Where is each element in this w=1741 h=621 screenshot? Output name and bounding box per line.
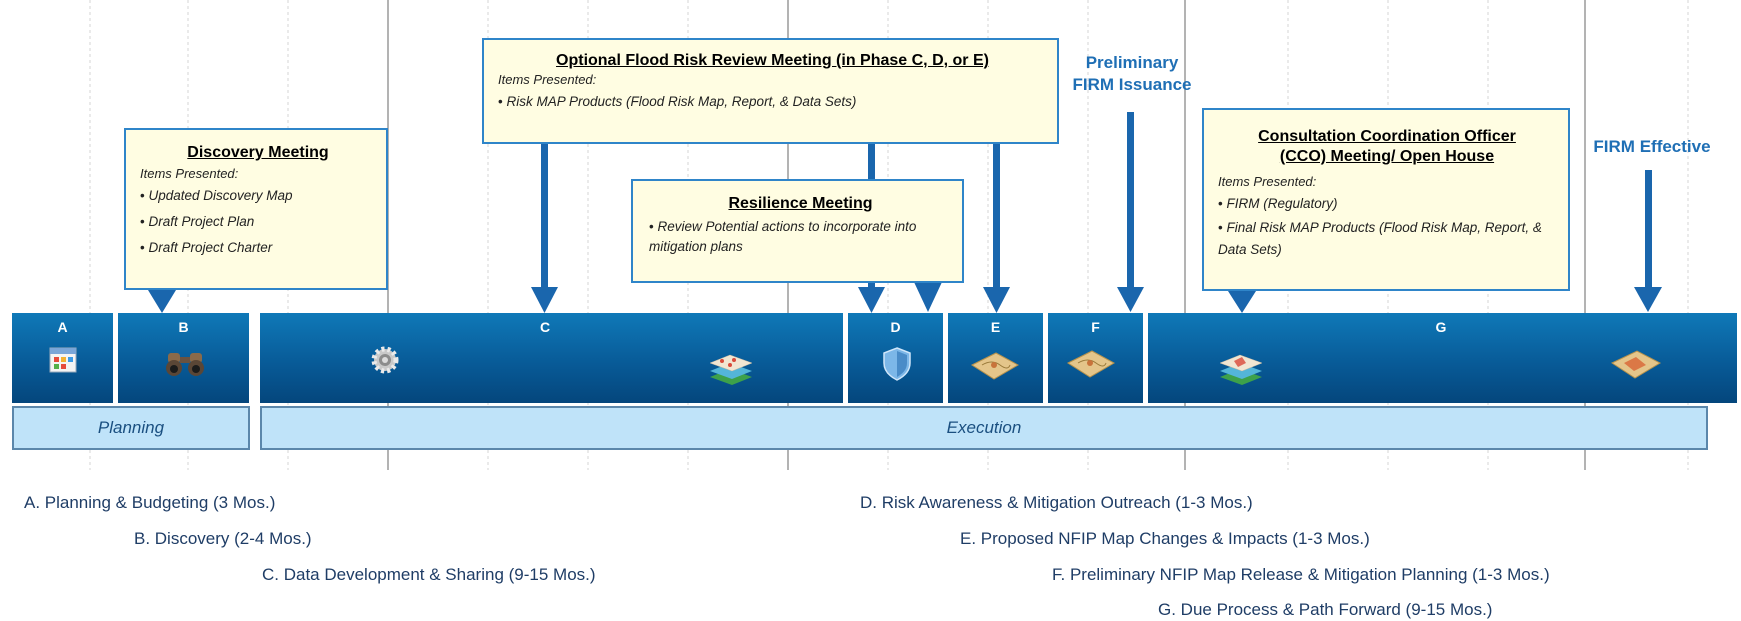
- phase-f-letter: F: [1091, 319, 1100, 335]
- planning-stage-bar: Planning: [12, 406, 250, 450]
- legend-item-a: A. Planning & Budgeting (3 Mos.): [24, 493, 276, 512]
- phase-e: E: [948, 313, 1043, 403]
- phase-b: B: [118, 313, 249, 403]
- cco-pointer: [1228, 291, 1256, 313]
- legend-item-g: G. Due Process & Path Forward (9-15 Mos.…: [1158, 600, 1493, 619]
- preliminary-firm-label-line2: FIRM Issuance: [1072, 75, 1192, 94]
- phase-a-letter: A: [57, 319, 68, 335]
- discovery-pointer: [148, 290, 176, 313]
- phase-c-letter: C: [539, 319, 551, 335]
- flood-arrow-c: [531, 287, 558, 313]
- discovery-items-label: Items Presented:: [140, 166, 239, 181]
- map-icon: [970, 352, 1020, 380]
- cco-meeting-box: Consultation Coordination Officer (CCO) …: [1202, 108, 1570, 291]
- map-layers-icon: [1219, 354, 1263, 385]
- flood-arrow-e: [983, 287, 1010, 313]
- phase-c: C: [260, 313, 843, 403]
- cco-item: Final Risk MAP Products (Flood Risk Map,…: [1218, 217, 1556, 261]
- legend-item-f: F. Preliminary NFIP Map Release & Mitiga…: [1052, 565, 1550, 584]
- cco-meeting-title-line1: Consultation Coordination Officer: [1258, 128, 1516, 145]
- flood-risk-item: Risk MAP Products (Flood Risk Map, Repor…: [498, 89, 1047, 115]
- shield-icon: [883, 347, 911, 381]
- binoculars-icon: [166, 353, 204, 376]
- legend-item-c: C. Data Development & Sharing (9-15 Mos.…: [262, 565, 596, 584]
- preliminary-arrow: [1117, 287, 1144, 312]
- execution-stage-bar: Execution: [260, 406, 1708, 450]
- cco-item: FIRM (Regulatory): [1218, 191, 1556, 217]
- preliminary-firm-label-line1: Preliminary: [1085, 53, 1179, 72]
- resilience-meeting-title: Resilience Meeting: [728, 195, 873, 212]
- flood-risk-meeting-box: Optional Flood Risk Review Meeting (in P…: [482, 38, 1059, 144]
- resilience-item: Review Potential actions to incorporate …: [649, 217, 952, 257]
- phase-d: D: [848, 313, 943, 403]
- calendar-icon: [49, 347, 77, 373]
- phase-f: F: [1048, 313, 1143, 403]
- flood-arrow-d: [858, 287, 885, 313]
- phase-b-letter: B: [178, 319, 189, 335]
- phase-g: G: [1148, 313, 1737, 403]
- firm-effective-label: FIRM Effective: [1593, 137, 1711, 156]
- resilience-pointer: [914, 282, 942, 312]
- legend-item-e: E. Proposed NFIP Map Changes & Impacts (…: [960, 529, 1370, 548]
- phase-a: A: [12, 313, 113, 403]
- flood-risk-meeting-title: Optional Flood Risk Review Meeting (in P…: [556, 52, 989, 69]
- legend-item-b: B. Discovery (2-4 Mos.): [134, 529, 312, 548]
- resilience-meeting-box: Resilience Meeting Review Potential acti…: [631, 179, 964, 283]
- phase-d-letter: D: [890, 319, 901, 335]
- flood-risk-items-label: Items Presented:: [498, 72, 597, 87]
- phase-e-letter: E: [990, 319, 1001, 335]
- cco-items-label: Items Presented:: [1218, 174, 1317, 189]
- cco-meeting-title-line2: (CCO) Meeting/ Open House: [1279, 148, 1495, 165]
- preliminary-firm-label: Preliminary FIRM Issuance: [1062, 52, 1202, 96]
- phase-g-letter: G: [1435, 319, 1447, 335]
- discovery-meeting-title: Discovery Meeting: [187, 144, 329, 161]
- discovery-item: Updated Discovery Map: [140, 183, 376, 209]
- effective-arrow: [1634, 287, 1662, 312]
- map-icon: [1610, 350, 1662, 379]
- legend-item-d: D. Risk Awareness & Mitigation Outreach …: [860, 493, 1253, 512]
- discovery-meeting-box: Discovery Meeting Items Presented: Updat…: [124, 128, 388, 290]
- map-layers-icon: [709, 354, 753, 385]
- discovery-item: Draft Project Plan: [140, 209, 376, 235]
- map-icon: [1066, 350, 1116, 378]
- gear-icon: [371, 346, 399, 374]
- discovery-item: Draft Project Charter: [140, 235, 376, 261]
